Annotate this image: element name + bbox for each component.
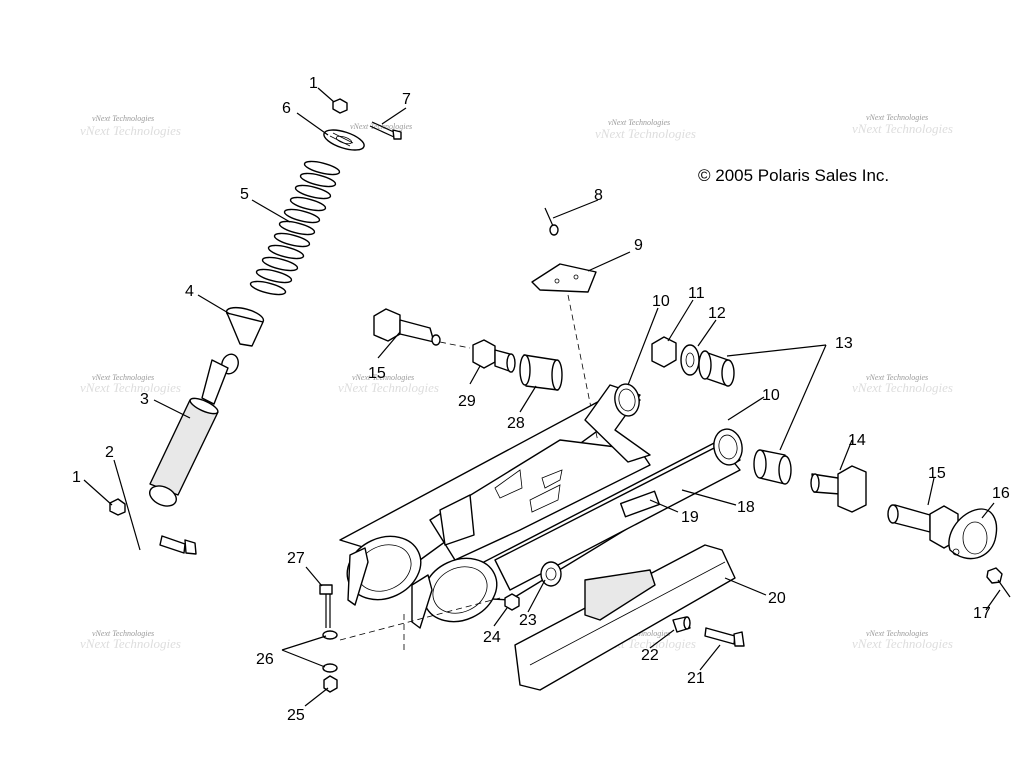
callout-21: 21 — [687, 670, 705, 687]
watermark-12: vNext Technologies — [852, 380, 953, 395]
part-19-bracket — [619, 490, 661, 518]
watermark-19: vNext Technologies — [866, 629, 928, 638]
watermark-5: vNext Technologies — [608, 118, 670, 127]
callout-1-bottom: 1 — [72, 469, 81, 486]
callout-25: 25 — [287, 707, 305, 724]
part-20-slide-rail — [514, 544, 736, 691]
callout-17: 17 — [973, 605, 991, 622]
callout-8: 8 — [594, 187, 603, 204]
watermark-14: vNext Technologies — [80, 636, 181, 651]
part-29-bushing — [472, 339, 516, 373]
cross-plate-cutout-1 — [494, 469, 523, 499]
upper-pivot-tube — [614, 383, 640, 417]
part-12-washer — [680, 344, 700, 376]
part-6-spring-retainer — [323, 129, 365, 151]
pivot-hardware-left — [373, 308, 563, 391]
callout-19: 19 — [681, 509, 699, 526]
callout-9: 9 — [634, 237, 643, 254]
part-24-nut — [504, 593, 520, 611]
callout-22: 22 — [641, 647, 659, 664]
part-8-rivet — [544, 207, 559, 236]
callout-20: 20 — [768, 590, 786, 607]
callout-16: 16 — [992, 485, 1010, 502]
callout-15-left: 15 — [368, 365, 386, 382]
copyright-notice: © 2005 Polaris Sales Inc. — [698, 166, 889, 185]
watermark-13: vNext Technologies — [866, 373, 928, 382]
callout-14: 14 — [848, 432, 866, 449]
part-5-spring — [249, 160, 341, 296]
callout-1-top: 1 — [309, 75, 318, 92]
watermark-9: vNext Technologies — [92, 373, 154, 382]
part-4-lower-retainer — [225, 306, 265, 347]
watermarks: vNext Technologies vNext Technologies vN… — [80, 113, 953, 651]
shock-absorber-assembly — [109, 98, 402, 555]
part-1-top-nut — [332, 98, 348, 114]
part-27-bolt — [319, 584, 333, 628]
part-2-lower-bolt — [159, 535, 197, 555]
cross-plate-cutout-3 — [541, 469, 563, 489]
watermark-2: vNext Technologies — [92, 114, 154, 123]
lower-pivot-tube — [713, 428, 743, 466]
part-18-bottom-rail — [494, 444, 741, 591]
watermark-11: vNext Technologies — [352, 373, 414, 382]
callout-6: 6 — [282, 100, 291, 117]
part-11-nut — [651, 336, 677, 368]
callout-18: 18 — [737, 499, 755, 516]
cross-plate-cutout-2 — [529, 484, 561, 513]
watermark-1: vNext Technologies — [80, 123, 181, 138]
callout-5: 5 — [240, 186, 249, 203]
part-9-plate — [531, 263, 597, 293]
part-15-bolt-left — [373, 308, 471, 349]
callout-2: 2 — [105, 444, 114, 461]
part-7-bolt — [369, 121, 402, 140]
callout-24: 24 — [483, 629, 501, 646]
watermark-4: vNext Technologies — [595, 126, 696, 141]
watermark-15: vNext Technologies — [92, 629, 154, 638]
watermark-7: vNext Technologies — [866, 113, 928, 122]
callout-4: 4 — [185, 283, 194, 300]
part-23-roller — [540, 561, 562, 587]
callout-15-right: 15 — [928, 465, 946, 482]
part-21-bolt — [704, 627, 745, 647]
part-15-bolt-right — [887, 504, 959, 549]
part-16-cam-plate — [948, 508, 998, 560]
part-13-bushing-lower — [753, 449, 792, 485]
part-3-shock-body — [148, 353, 239, 507]
watermark-6: vNext Technologies — [852, 121, 953, 136]
part-14-bushing — [810, 465, 867, 513]
callout-labels: 1 7 6 5 4 3 2 1 8 9 15 29 28 10 11 12 13… — [72, 75, 1010, 724]
frame-guide-line-1 — [339, 597, 501, 641]
part-17-screw — [986, 567, 1011, 598]
swing-arm-upper-link — [584, 384, 651, 463]
watermark-10: vNext Technologies — [338, 380, 439, 395]
leader-lines — [83, 87, 1001, 707]
callout-3: 3 — [140, 391, 149, 408]
callout-10-upper: 10 — [652, 293, 670, 310]
callout-12: 12 — [708, 305, 726, 322]
right-pivot-hardware — [651, 336, 867, 513]
callout-29: 29 — [458, 393, 476, 410]
shock-mount-bracket — [439, 494, 475, 546]
callout-13: 13 — [835, 335, 853, 352]
callout-28: 28 — [507, 415, 525, 432]
clamp-left-outer — [347, 547, 369, 606]
callout-11: 11 — [688, 285, 705, 302]
watermark-8: vNext Technologies — [80, 380, 181, 395]
callout-26: 26 — [256, 651, 274, 668]
watermark-18: vNext Technologies — [852, 636, 953, 651]
part-26-washers — [322, 630, 338, 673]
callout-10-lower: 10 — [762, 387, 780, 404]
callout-23: 23 — [519, 612, 537, 629]
clamp-left-inner — [411, 574, 433, 629]
swing-arm-frame — [339, 383, 743, 650]
callout-27: 27 — [287, 550, 305, 567]
part-22-pin — [672, 616, 691, 633]
callout-7: 7 — [402, 91, 411, 108]
part-28-sleeve — [519, 354, 563, 391]
part-1-lower-nut — [109, 498, 126, 516]
part-13-bushing-upper — [698, 350, 735, 387]
